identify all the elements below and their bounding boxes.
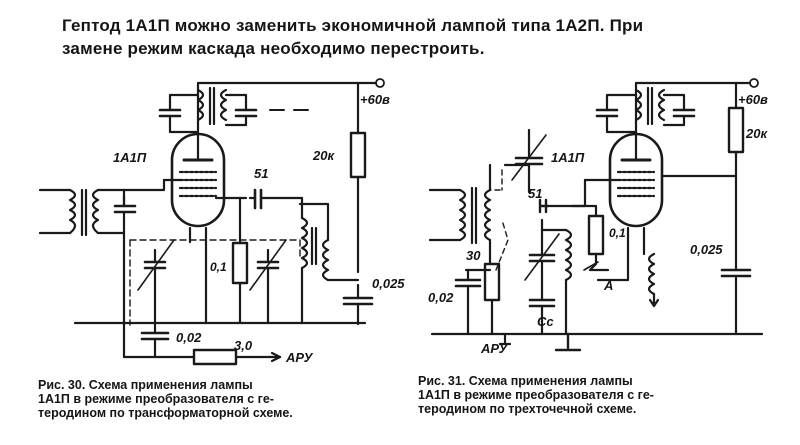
- tube-1a1p-30: [162, 131, 226, 244]
- intro-paragraph: Гептод 1А1П можно заменить экономичной л…: [62, 14, 782, 60]
- osc-transformer-30: [214, 188, 360, 325]
- tube-label-30: 1А1П: [113, 150, 147, 165]
- c-bypass-label-30: 0,025: [372, 276, 405, 291]
- supply-30: [342, 78, 385, 326]
- avc-label-30: АРУ: [286, 350, 313, 365]
- c-coupling-label-31: 51: [528, 186, 543, 201]
- variable-capacitors-30: [122, 178, 287, 325]
- voltage-label-31: +60в: [738, 92, 768, 107]
- ground-rail-30: [73, 239, 367, 366]
- avc-network-31: [454, 169, 509, 336]
- intro-line-1: Гептод 1А1П можно заменить экономичной л…: [62, 16, 644, 35]
- grid-network-31: [538, 178, 630, 282]
- input-transformer-30: [38, 188, 137, 325]
- if-transformer-31: [595, 81, 738, 135]
- avc-label-31: АРУ: [481, 341, 508, 356]
- grid-resistor-30: [204, 196, 249, 325]
- c-coupling-label-30: 51: [254, 166, 269, 181]
- caption-figure-30: Рис. 30. Схема применения лампы 1А1П в р…: [38, 378, 388, 420]
- tube-1a1p-31: [583, 131, 664, 242]
- input-transformer-31: [428, 163, 492, 262]
- if-transformer-30: [158, 81, 360, 135]
- c-avc-label-30: 0,02: [176, 330, 202, 345]
- voltage-label-30: +60в: [360, 92, 390, 107]
- caption-30-line-3: теродином по трансформаторной схеме.: [38, 406, 293, 420]
- figure-31-schematic: [428, 78, 764, 352]
- c-avc-label-31: 0,02: [428, 290, 454, 305]
- r-grid-label-30: 0,1: [210, 260, 227, 274]
- c-bypass-label-31: 0,025: [690, 242, 723, 257]
- point-a-label-31: А: [604, 278, 614, 293]
- r-30-label-31: 30: [466, 248, 481, 263]
- supply-31: [660, 78, 759, 336]
- r-anode-label-31: 20к: [746, 126, 768, 141]
- oscillator-tank-31: [524, 218, 582, 352]
- ground-rail-31: [430, 332, 764, 346]
- caption-figure-31: Рис. 31. Схема применения лампы 1А1П в р…: [418, 374, 778, 416]
- caption-30-line-1: Рис. 30. Схема применения лампы: [38, 378, 253, 392]
- cathode-coil-31: [642, 238, 660, 308]
- top-variable-capacitor-31: [503, 128, 547, 194]
- intro-line-2: замене режим каскада необходимо перестро…: [62, 39, 485, 58]
- figure-30-schematic: [38, 78, 385, 366]
- caption-30-line-2: 1А1П в режиме преобразователя с ге-: [38, 392, 274, 406]
- caption-31-line-2: 1А1П в режиме преобразователя с ге-: [418, 388, 654, 402]
- r-anode-label-30: 20к: [313, 148, 335, 163]
- c-c-label-31: Сс: [537, 314, 554, 329]
- r-avc-label-30: 3,0: [234, 338, 253, 353]
- r-grid-label-31: 0,1: [609, 226, 626, 240]
- caption-31-line-3: теродином по трехточечной схеме.: [418, 402, 637, 416]
- caption-31-line-1: Рис. 31. Схема применения лампы: [418, 374, 633, 388]
- tube-label-31: 1А1П: [551, 150, 585, 165]
